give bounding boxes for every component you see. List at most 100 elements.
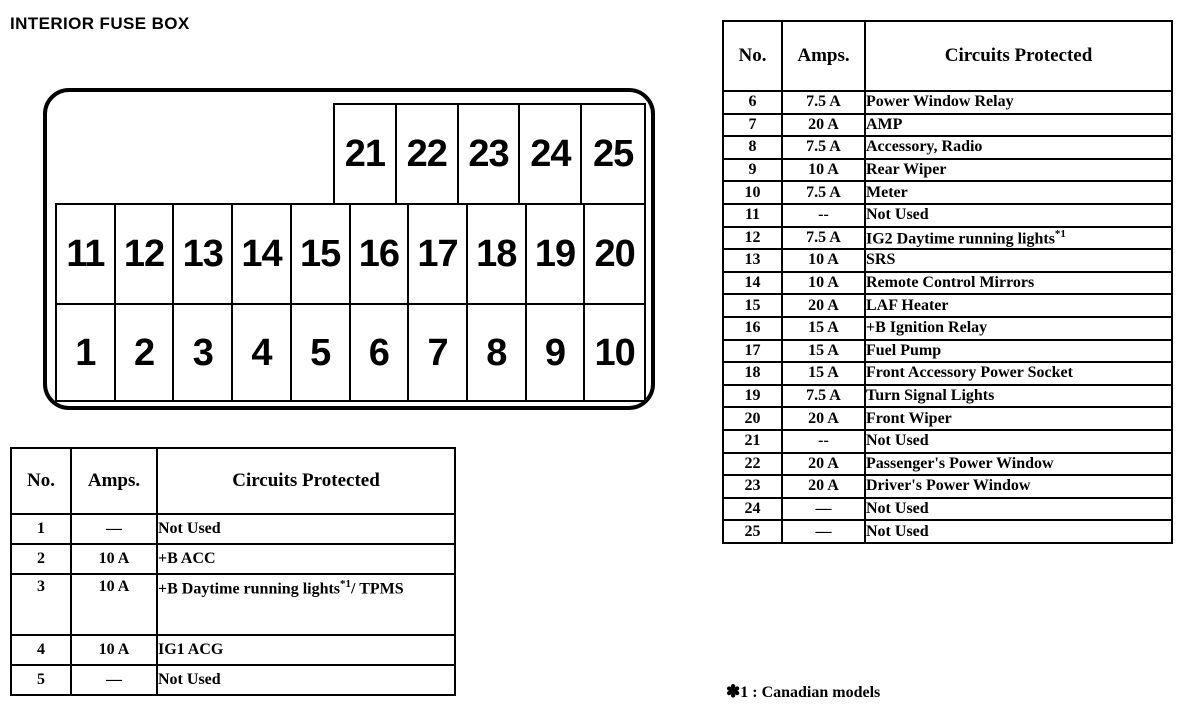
fuse-slot-12[interactable]: 12 [116, 205, 175, 303]
cell-fuse-circuits: IG2 Daytime running lights*1 [864, 225, 1173, 251]
cell-fuse-number: 7 [722, 112, 783, 138]
cell-fuse-circuits: Passenger's Power Window [864, 451, 1173, 477]
fuse-slot-1[interactable]: 1 [57, 305, 116, 400]
table-row: 1—Not Used [10, 513, 456, 545]
cell-fuse-amps: 10 A [781, 248, 866, 273]
cell-fuse-amps: 15 A [781, 338, 866, 364]
fuse-slot-2[interactable]: 2 [116, 305, 175, 400]
fuse-slot-22[interactable]: 22 [397, 105, 459, 203]
fuse-slot-8[interactable]: 8 [468, 305, 527, 400]
fuse-slot-10[interactable]: 10 [594, 331, 636, 374]
cell-fuse-number: 25 [722, 519, 783, 544]
column-header-circuits: Circuits Protected [156, 447, 456, 515]
cell-fuse-amps: — [70, 513, 158, 545]
table-row: 11--Not Used [722, 202, 1173, 228]
fuse-slot-9[interactable]: 9 [527, 305, 586, 400]
cell-fuse-amps: 7.5 A [781, 180, 866, 205]
cell-fuse-number: 6 [722, 90, 783, 115]
cell-fuse-number: 12 [722, 225, 783, 251]
table-row: 25—Not Used [722, 519, 1173, 544]
table-row: 24—Not Used [722, 496, 1173, 522]
cell-fuse-number: 19 [722, 383, 783, 409]
cell-fuse-amps: 15 A [781, 315, 866, 341]
cell-fuse-amps: — [70, 664, 158, 696]
fuse-slot-13[interactable]: 13 [174, 205, 234, 303]
fuse-slot-19[interactable]: 19 [527, 205, 586, 303]
cell-fuse-circuits: Not Used [864, 428, 1173, 454]
cell-fuse-circuits: +B ACC [156, 543, 456, 575]
cell-fuse-amps: 7.5 A [781, 90, 866, 115]
fuse-slot-14[interactable]: 14 [233, 205, 292, 303]
cell-fuse-circuits: Not Used [156, 664, 456, 696]
cell-fuse-amps: 20 A [781, 112, 866, 138]
cell-fuse-amps: -- [781, 428, 866, 454]
cell-fuse-amps: — [781, 496, 866, 522]
column-header-amps: Amps. [781, 20, 866, 92]
fuse-slot-3[interactable]: 3 [174, 305, 234, 400]
table-row: 21--Not Used [722, 428, 1173, 454]
fuse-slot-15[interactable]: 15 [292, 205, 351, 303]
fuse-slot-5[interactable]: 5 [292, 305, 351, 400]
cell-fuse-number: 15 [722, 293, 783, 318]
cell-fuse-number: 18 [722, 361, 783, 386]
cell-fuse-amps: -- [781, 202, 866, 228]
table-header-row: No. Amps. Circuits Protected [722, 20, 1173, 92]
cell-fuse-circuits: Front Wiper [864, 406, 1173, 431]
cell-fuse-circuits: Front Accessory Power Socket [864, 361, 1173, 386]
cell-fuse-circuits: Not Used [864, 519, 1173, 544]
cell-fuse-amps: 10 A [70, 543, 158, 575]
fuse-slot-24[interactable]: 24 [520, 105, 583, 203]
cell-fuse-amps: 10 A [70, 634, 158, 666]
cell-fuse-number: 13 [722, 248, 783, 273]
cell-fuse-amps: 20 A [781, 451, 866, 477]
cell-fuse-amps: 10 A [781, 157, 866, 183]
fuse-slot-25[interactable]: 25 [593, 133, 634, 175]
cell-fuse-number: 3 [10, 573, 72, 636]
page-title: INTERIOR FUSE BOX [10, 14, 190, 33]
fuse-slot-18[interactable]: 18 [468, 205, 527, 303]
fuse-slot-21[interactable]: 21 [335, 105, 397, 203]
cell-fuse-number: 11 [722, 202, 783, 228]
fuse-slot-11[interactable]: 11 [57, 205, 116, 303]
cell-fuse-number: 17 [722, 338, 783, 364]
cell-fuse-circuits: IG1 ACG [156, 634, 456, 666]
column-header-no: No. [722, 20, 783, 92]
fuse-slot-20[interactable]: 20 [594, 233, 636, 275]
fuse-slot-17[interactable]: 17 [409, 205, 468, 303]
cell-fuse-amps: 20 A [781, 293, 866, 318]
cell-fuse-circuits: Turn Signal Lights [864, 383, 1173, 409]
cell-fuse-amps: 10 A [781, 270, 866, 296]
footnote-text: 1 : Canadian models [740, 684, 881, 701]
cell-fuse-number: 5 [10, 664, 72, 696]
footnote-marker: *1 [340, 578, 352, 590]
cell-fuse-circuits: Not Used [864, 202, 1173, 228]
fuse-slot-16[interactable]: 16 [351, 205, 410, 303]
cell-fuse-amps: 15 A [781, 361, 866, 386]
fuse-slot-4[interactable]: 4 [233, 305, 292, 400]
cell-fuse-circuits: Not Used [156, 513, 456, 545]
fuse-slot-23[interactable]: 23 [459, 105, 521, 203]
fuse-slot-6[interactable]: 6 [351, 305, 410, 400]
cell-fuse-amps: 20 A [781, 406, 866, 431]
cell-fuse-number: 22 [722, 451, 783, 477]
cell-fuse-circuits: Not Used [864, 496, 1173, 522]
fuse-slot-7[interactable]: 7 [409, 305, 468, 400]
cell-fuse-number: 16 [722, 315, 783, 341]
cell-fuse-number: 24 [722, 496, 783, 522]
